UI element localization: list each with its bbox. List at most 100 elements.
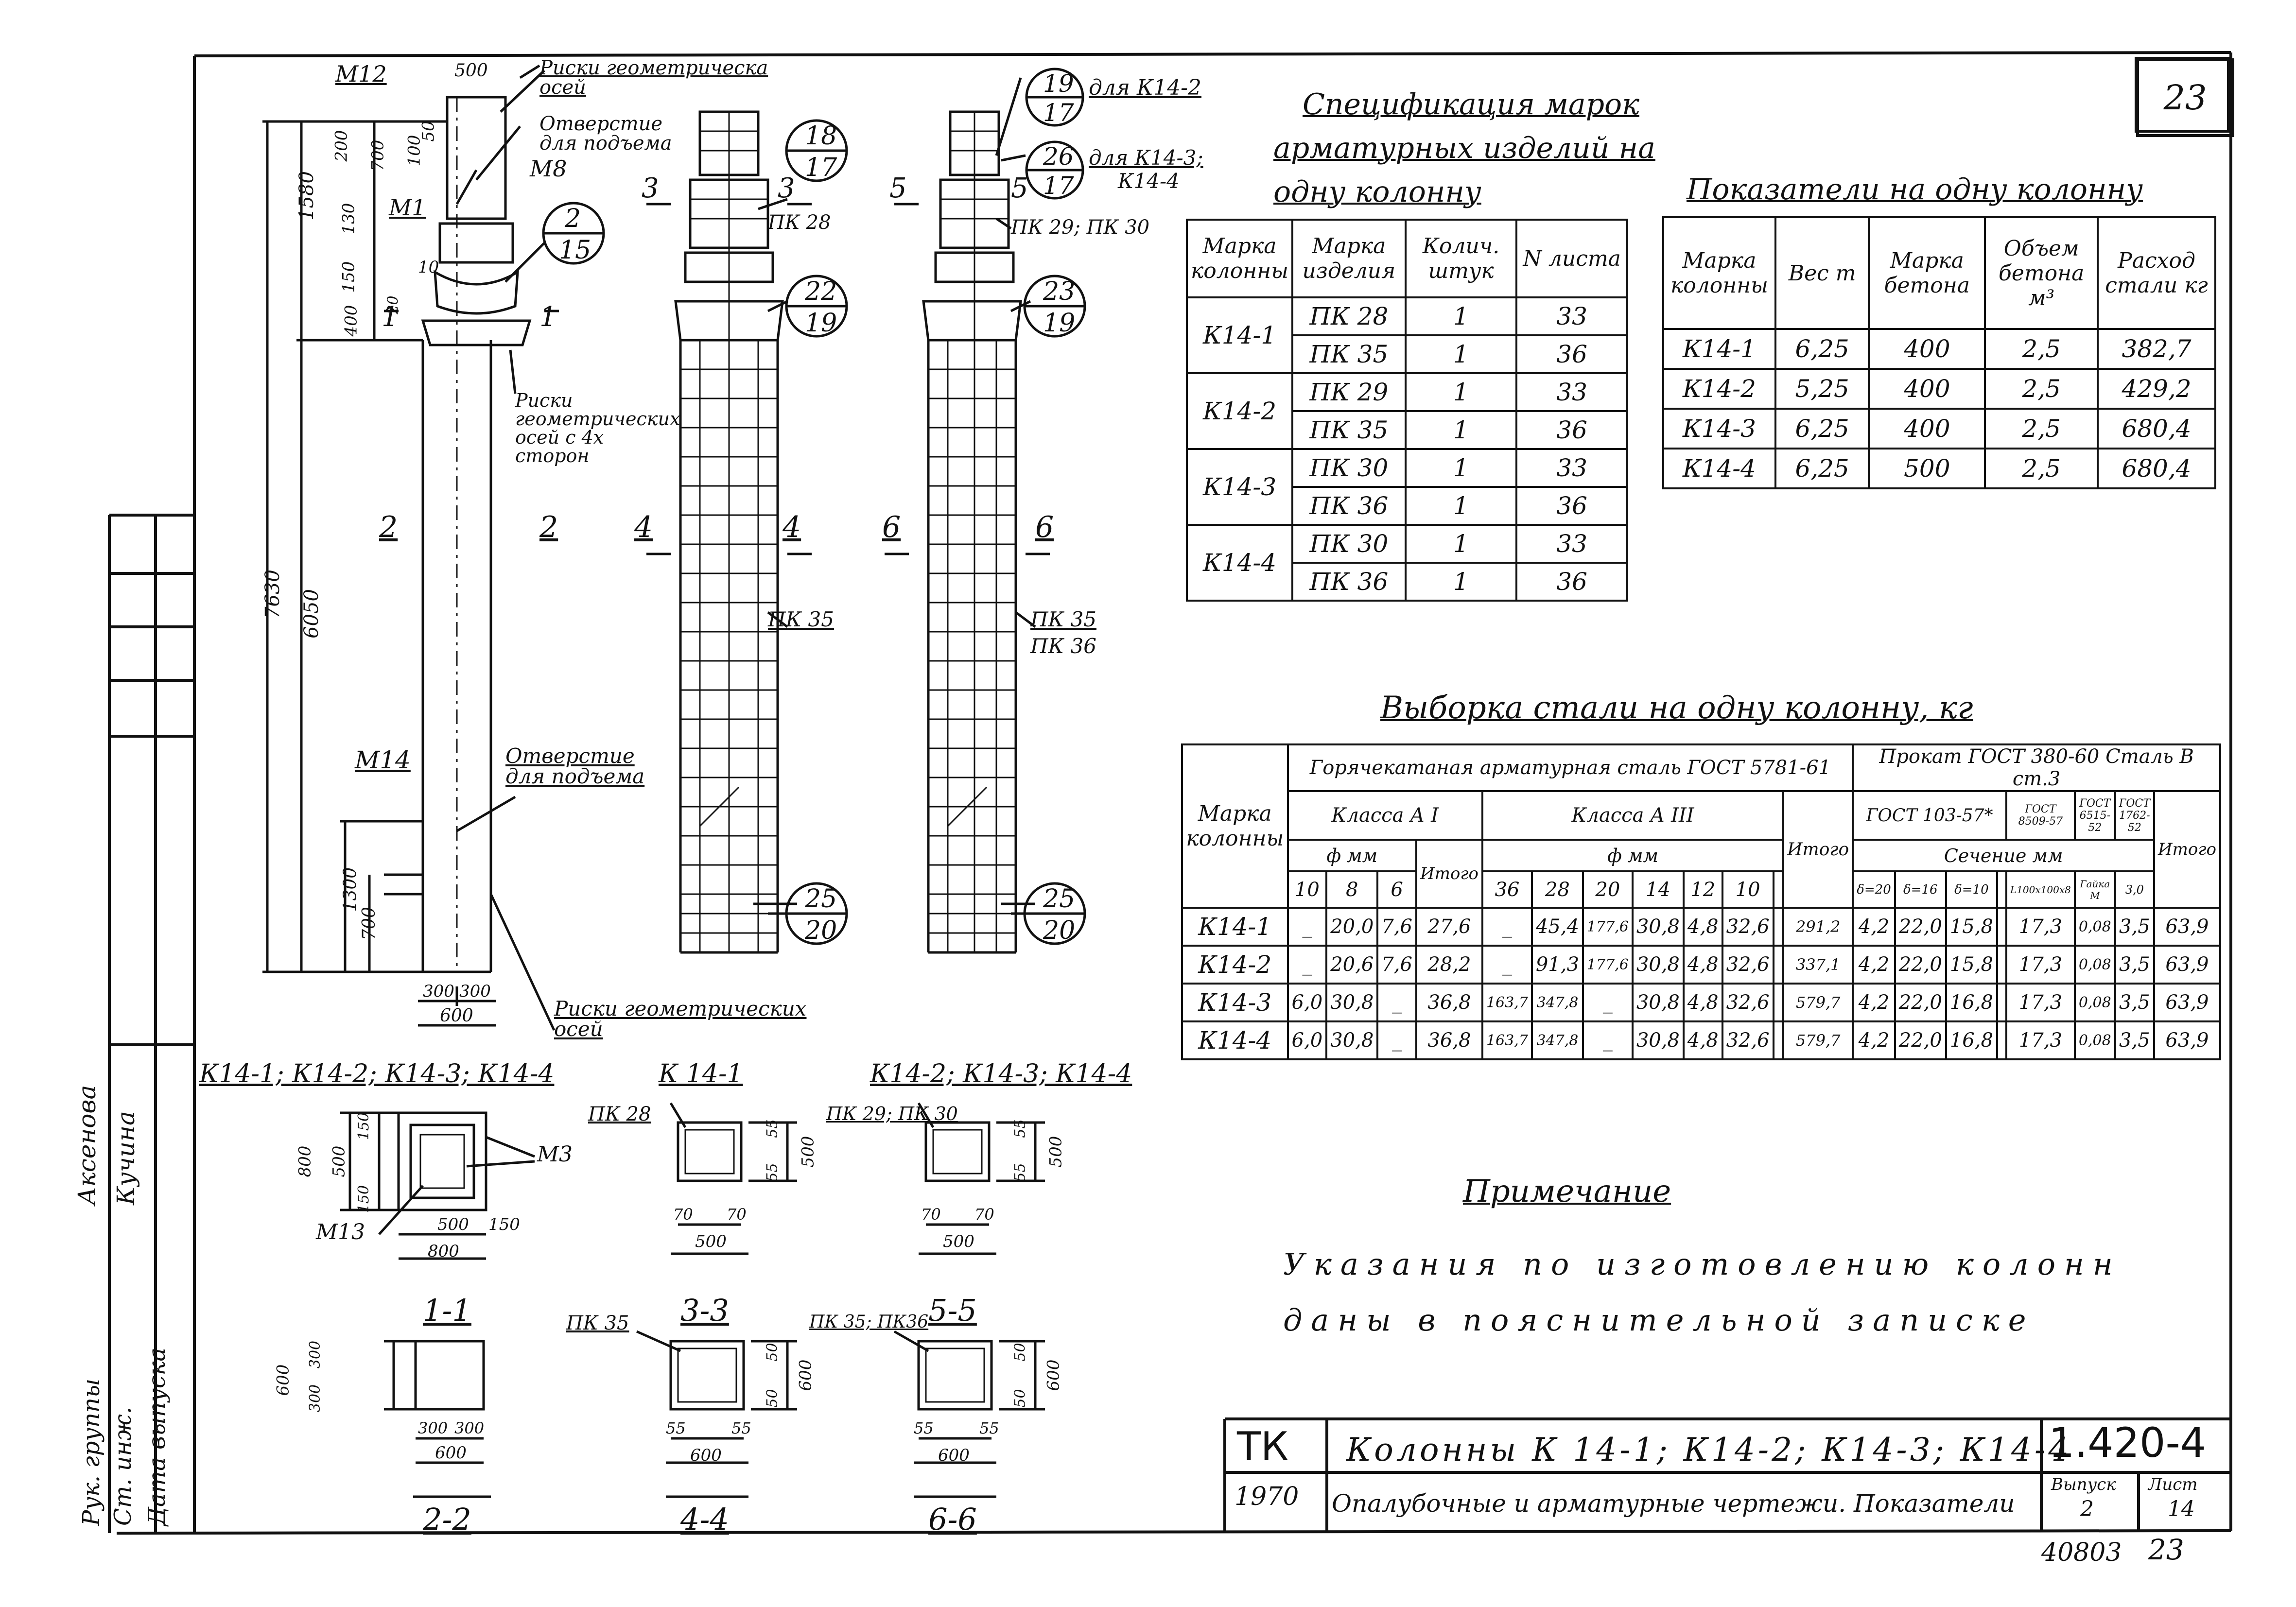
ind-r4-c4: 680,4 xyxy=(2097,448,2216,489)
dim-400: 400 xyxy=(341,305,361,337)
ind-r4-c0: К14-4 xyxy=(1662,448,1776,489)
dim-300a: 300 xyxy=(423,982,454,1001)
steel-r4-17: 17,3 xyxy=(2005,1020,2076,1060)
steel-d-a1-1: 8 xyxy=(1325,870,1379,909)
s33-pk: ПК 35 xyxy=(566,1312,629,1334)
steel-r3-6: 347,8 xyxy=(1531,983,1584,1022)
steel-r2-17: 17,3 xyxy=(2005,945,2076,985)
dim-200: 200 xyxy=(331,130,351,162)
callout-b4-top: 25 xyxy=(1043,884,1076,914)
steel-h-col: Марка колонны xyxy=(1181,743,1289,909)
steel-d-a1-2: 6 xyxy=(1376,870,1417,909)
s55-dim-50b: 50 xyxy=(1011,1389,1029,1408)
s11-dim-300b: 300 xyxy=(307,1384,324,1413)
callout-b1-bot: 17 xyxy=(1043,99,1074,127)
callout-2: 2 xyxy=(565,204,581,233)
strip-role-3: Дата выпуска xyxy=(143,1348,171,1526)
steel-r2-0: К14-2 xyxy=(1181,945,1289,985)
steel-r2-5: _ xyxy=(1481,945,1533,985)
steel-table-title: Выборка стали на одну колонну, кг xyxy=(1380,690,1973,726)
s11-dim-300c: 300 xyxy=(418,1419,448,1437)
section-mark-3a: 3 xyxy=(642,173,659,204)
label-riski-top: Риски геометрическа осей xyxy=(539,57,768,99)
spec-row4-item2: ПК 36 xyxy=(1291,562,1407,602)
v1-dim-500: 500 xyxy=(329,1145,349,1177)
steel-r3-18: 0,08 xyxy=(2073,983,2116,1022)
steel-h-a3: Класса А III xyxy=(1481,790,1785,841)
steel-r2-12: 337,1 xyxy=(1782,945,1854,985)
steel-r1-6: 45,4 xyxy=(1531,907,1584,947)
section-6-6-title: 6-6 xyxy=(928,1502,977,1537)
steel-r3-19: 3,5 xyxy=(2114,983,2155,1022)
s11-dim-300a: 300 xyxy=(307,1340,324,1369)
strip-role-1: Рук. группы xyxy=(78,1378,105,1526)
section-mark-6b: 6 xyxy=(1035,510,1054,544)
callout-a3-top: 25 xyxy=(805,884,837,914)
ind-r3-c4: 680,4 xyxy=(2097,408,2216,449)
ind-h-mark: Марка колонны xyxy=(1662,216,1776,330)
label-m3: M3 xyxy=(537,1142,573,1167)
callout-b2-note-a: для К14-3; xyxy=(1089,146,1203,170)
indicators-table-title: Показатели на одну колонну xyxy=(1687,173,2143,207)
spec-row2-item2: ПК 35 xyxy=(1291,410,1407,450)
ind-r2-c3: 2,5 xyxy=(1984,368,2099,410)
section-mark-6a: 6 xyxy=(882,510,901,544)
spec-row3-item1: ПК 30 xyxy=(1291,448,1407,488)
steel-r4-18: 0,08 xyxy=(2073,1020,2116,1060)
steel-r2-14: 22,0 xyxy=(1894,945,1947,985)
steel-d-a1-0: 10 xyxy=(1287,870,1328,909)
steel-h-gost103: ГОСТ 103-57* xyxy=(1852,790,2007,841)
steel-r1-18: 0,08 xyxy=(2073,907,2116,947)
dim-7630: 7630 xyxy=(261,570,284,619)
steel-r3-7: _ xyxy=(1582,983,1634,1022)
steel-d-m-0: L100x100x8 xyxy=(2005,870,2076,909)
ind-r4-c1: 6,25 xyxy=(1774,448,1870,489)
spec-row2-qty2: 1 xyxy=(1404,410,1518,450)
callout-b1-top: 19 xyxy=(1043,69,1074,98)
s11-dim-300d: 300 xyxy=(454,1419,485,1437)
steel-r3-17: 17,3 xyxy=(2005,983,2076,1022)
ind-r3-c0: К14-3 xyxy=(1662,408,1776,449)
callout-b2-top: 26 xyxy=(1043,142,1074,171)
steel-r1-19: 3,5 xyxy=(2114,907,2155,947)
section-mark-3b: 3 xyxy=(778,173,795,204)
steel-table: Марка колонны Горячекатаная арматурная с… xyxy=(1181,743,2222,1060)
section-mark-5b: 5 xyxy=(1011,173,1028,204)
label-m1: M1 xyxy=(389,194,426,221)
steel-d-g-1: δ=16 xyxy=(1894,870,1947,909)
steel-r3-8: 30,8 xyxy=(1631,983,1685,1022)
v2-dim-55b: 55 xyxy=(764,1163,781,1182)
callout-b3-bot: 19 xyxy=(1043,309,1076,338)
steel-r2-4: 28,2 xyxy=(1415,945,1483,985)
steel-r3-0: К14-3 xyxy=(1181,983,1289,1022)
steel-r2-15: 15,8 xyxy=(1945,945,1998,985)
label-riski-bottom: Риски геометрических осей xyxy=(554,997,807,1041)
dim-700b: 700 xyxy=(359,907,379,940)
steel-r4-4: 36,8 xyxy=(1415,1020,1483,1060)
steel-r3-20: 63,9 xyxy=(2153,983,2222,1022)
spec-row3-qty2: 1 xyxy=(1404,486,1518,526)
steel-h-g8509: ГОСТ 8509-57 xyxy=(2005,790,2076,841)
label-pk35-a: ПК 35 xyxy=(768,607,834,631)
callout-b1-note: для К14-2 xyxy=(1089,75,1201,100)
ind-r1-c0: К14-1 xyxy=(1662,328,1776,370)
dim-1580: 1580 xyxy=(295,171,318,221)
steel-r2-8: 30,8 xyxy=(1631,945,1685,985)
title-block-sheet: 14 xyxy=(2168,1497,2195,1521)
title-block-issue-label: Выпуск xyxy=(2051,1475,2116,1494)
s55-dim-55b: 55 xyxy=(979,1419,999,1437)
steel-r2-19: 3,5 xyxy=(2114,945,2155,985)
ind-r3-c3: 2,5 xyxy=(1984,408,2099,449)
plan-view-1-title: К14-1; К14-2; К14-3; К14-4 xyxy=(199,1059,555,1089)
s55-dim-600: 600 xyxy=(1044,1359,1063,1391)
steel-r2-2: 20,6 xyxy=(1325,945,1379,985)
steel-r1-9: 4,8 xyxy=(1682,907,1723,947)
label-pk36-b: ПК 36 xyxy=(1030,634,1096,658)
s55-pk: ПК 35; ПК36 xyxy=(809,1312,929,1332)
title-block-year: 1970 xyxy=(1235,1482,1299,1511)
section-mark-4a: 4 xyxy=(634,510,653,544)
steel-d-a3-empty xyxy=(1772,870,1785,909)
steel-row-4: К14-4 6,0 30,8 _ 36,8 163,7 347,8 _ 30,8… xyxy=(1181,1020,2222,1060)
steel-r3-5: 163,7 xyxy=(1481,983,1533,1022)
callout-b3-top: 23 xyxy=(1043,277,1076,306)
